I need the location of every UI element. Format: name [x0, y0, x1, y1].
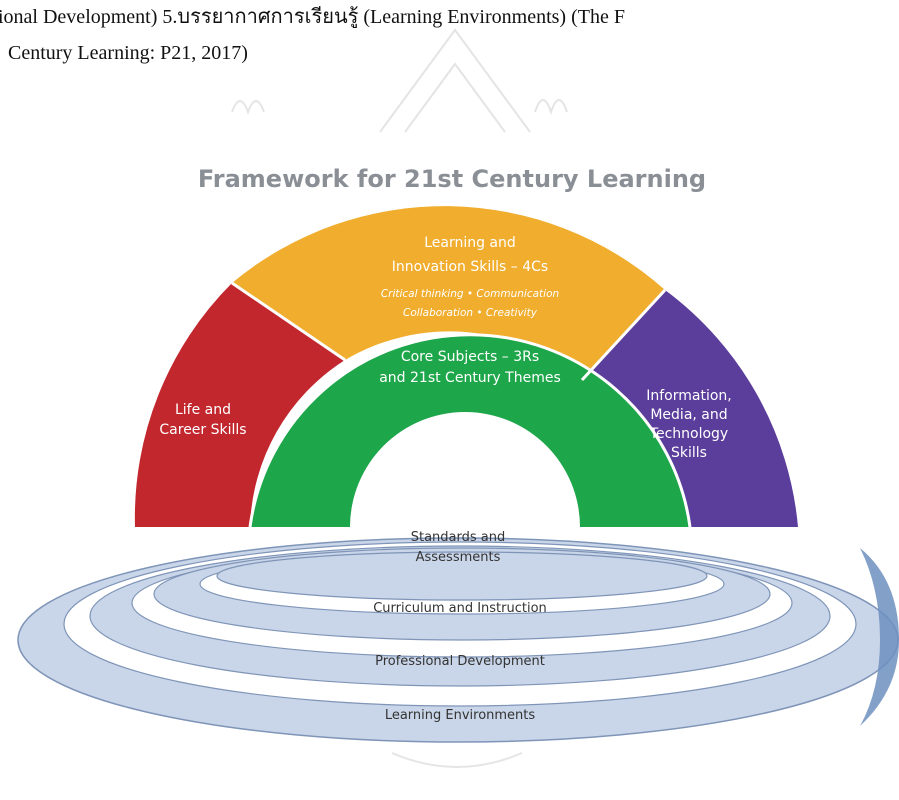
learning-innovation-title-1: Learning and	[424, 235, 516, 251]
segment-life-career	[134, 283, 345, 527]
info-media-tech-line-1: Information,	[646, 388, 732, 404]
segment-dividers	[231, 281, 692, 528]
diagram-title: Framework for 21st Century Learning	[198, 165, 706, 193]
learning-innovation-sub-1: Critical thinking • Communication	[381, 288, 559, 300]
standards-label-1: Standards and	[411, 530, 506, 545]
info-media-tech-line-2: Media, and	[650, 407, 727, 423]
standards-label-2: Assessments	[416, 550, 501, 565]
learning-innovation-title-2: Innovation Skills – 4Cs	[392, 259, 548, 275]
life-career-line-1: Life and	[175, 402, 231, 418]
core-subjects-line-2: and 21st Century Themes	[379, 370, 561, 386]
life-career-line-2: Career Skills	[159, 422, 246, 438]
professional-development-label: Professional Development	[375, 654, 545, 669]
segment-core-subjects	[250, 334, 690, 527]
info-media-tech-line-3: Technology	[649, 426, 728, 442]
info-media-tech-line-4: Skills	[671, 445, 707, 461]
segment-info-media-tech	[582, 290, 798, 527]
core-subjects-line-1: Core Subjects – 3Rs	[401, 349, 539, 365]
learning-innovation-sub-2: Collaboration • Creativity	[403, 307, 538, 319]
support-rings	[17, 537, 899, 743]
watermark-seal	[231, 28, 568, 768]
segment-learning-innovation	[232, 206, 665, 380]
ring-edge-accent	[860, 548, 899, 726]
arch	[134, 206, 798, 528]
curriculum-label: Curriculum and Instruction	[373, 601, 547, 616]
learning-environments-label: Learning Environments	[385, 708, 536, 723]
ring-standards	[216, 551, 708, 601]
document-text-line-2: Century Learning: P21, 2017)	[8, 42, 248, 64]
document-text-line-1: ional Development) 5.บรรยากาศการเรียนรู้…	[0, 6, 625, 28]
